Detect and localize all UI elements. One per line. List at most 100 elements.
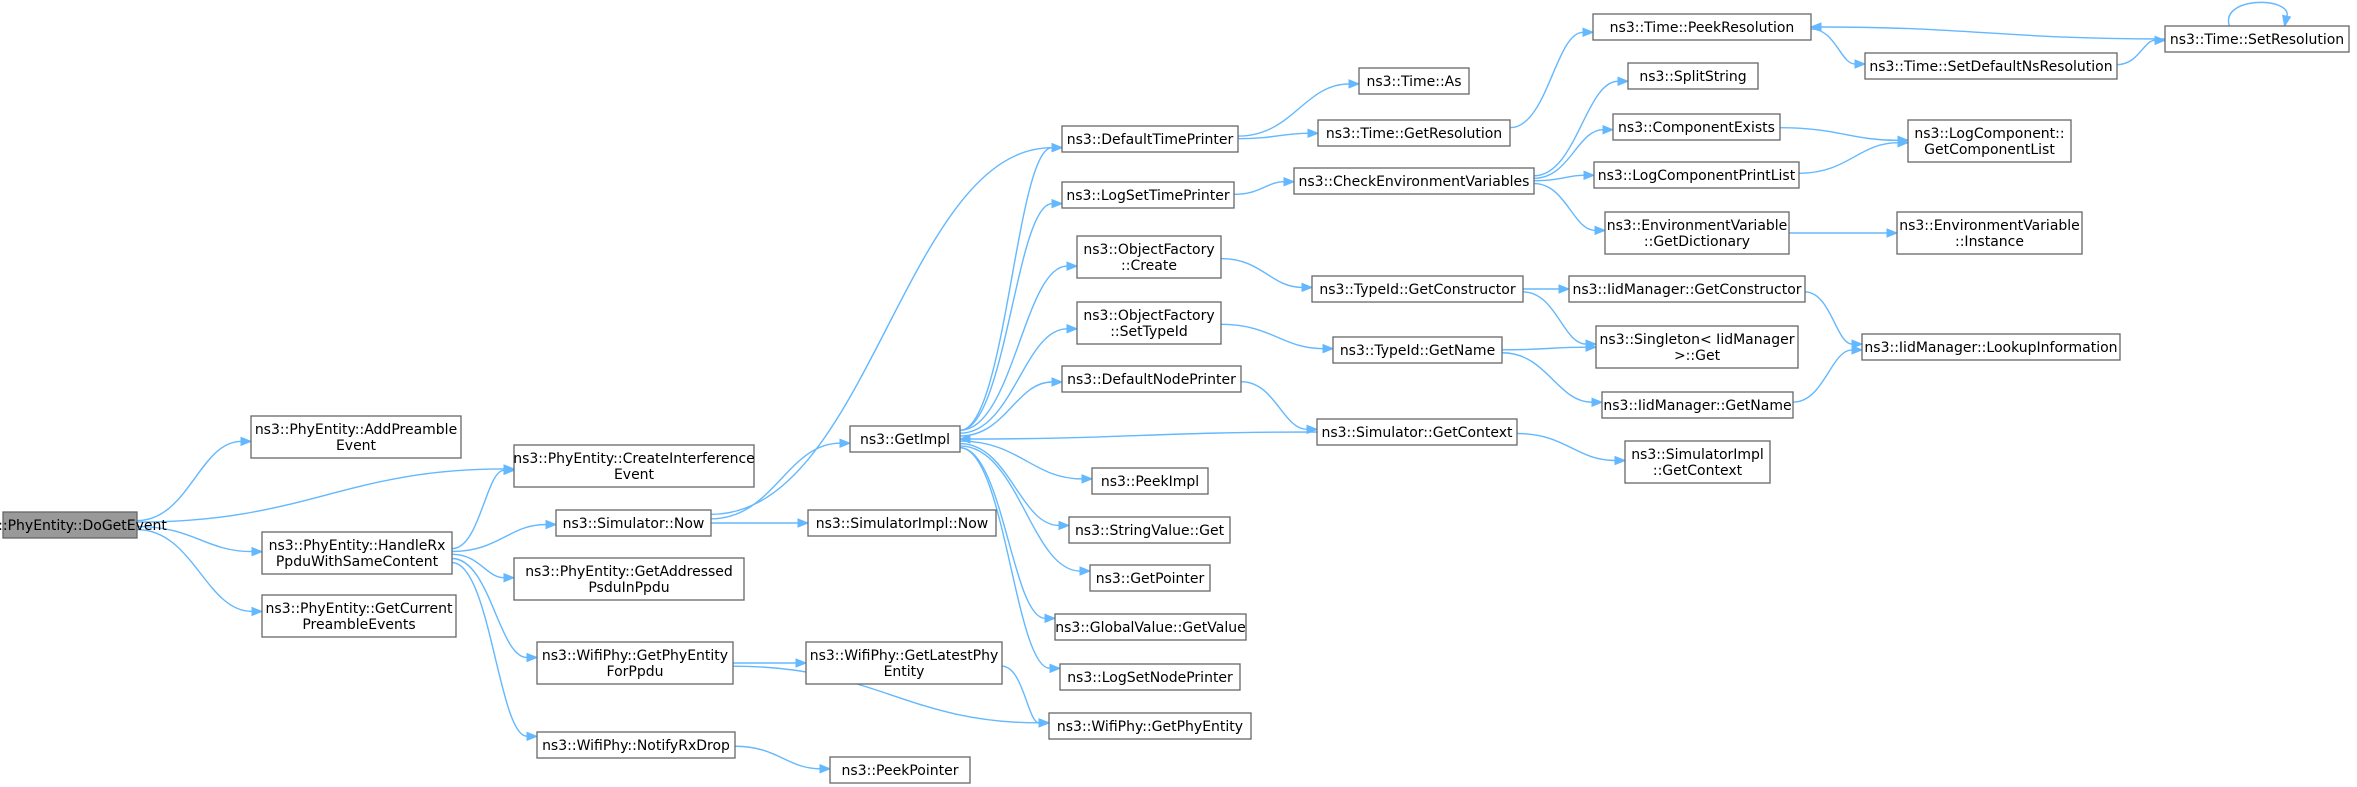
node-box [513, 444, 755, 488]
node-do-get-event[interactable]: ns3::PhyEntity::DoGetEvent [0, 511, 167, 539]
node-type-id-get-constructor[interactable]: ns3::TypeId::GetConstructor [1311, 275, 1524, 303]
edge-get-impl-to-default-node-printer [959, 377, 1064, 437]
edge-simulator-now-to-default-time-printer [710, 142, 1064, 516]
node-label: ns3::PhyEntity::DoGetEvent [0, 518, 167, 534]
edge-line [136, 468, 505, 523]
node-get-impl[interactable]: ns3::GetImpl [849, 425, 961, 453]
node-peek-pointer[interactable]: ns3::PeekPointer [829, 756, 971, 784]
node-label: Event [614, 467, 655, 483]
node-default-node-printer[interactable]: ns3::DefaultNodePrinter [1061, 365, 1242, 393]
edge-line [959, 328, 1068, 434]
node-label: ns3::PhyEntity::CreateInterference [513, 451, 755, 467]
node-sim-impl-get-context[interactable]: ns3::SimulatorImpl::GetContext [1624, 440, 1771, 484]
node-time-get-resolution[interactable]: ns3::Time::GetResolution [1317, 119, 1511, 147]
edge-arrowhead [2282, 14, 2292, 28]
edge-get-impl-to-object-factory-create [959, 261, 1079, 432]
node-label: ns3::LogSetNodePrinter [1067, 670, 1233, 686]
node-global-value-get-value[interactable]: ns3::GlobalValue::GetValue [1054, 613, 1247, 641]
node-peek-impl[interactable]: ns3::PeekImpl [1091, 467, 1209, 495]
node-simulator-now[interactable]: ns3::Simulator::Now [555, 509, 712, 537]
node-label: ns3::GlobalValue::GetValue [1055, 620, 1245, 636]
edge-time-set-default-ns-resolution-to-time-set-resolution [2116, 35, 2167, 66]
node-env-var-instance[interactable]: ns3::EnvironmentVariable::Instance [1896, 211, 2083, 255]
node-label: ns3::SimulatorImpl [1631, 447, 1764, 463]
node-log-component-get-list[interactable]: ns3::LogComponent::GetComponentList [1907, 119, 2072, 163]
node-iid-get-name[interactable]: ns3::IidManager::GetName [1601, 391, 1794, 419]
edge-get-impl-to-log-set-node-printer [959, 446, 1062, 674]
edge-arrowhead [1585, 342, 1598, 352]
edge-line [1798, 142, 1899, 174]
edge-default-time-printer-to-time-get-resolution [1237, 128, 1320, 140]
node-box [513, 557, 745, 601]
node-time-peek-resolution[interactable]: ns3::Time::PeekResolution [1592, 13, 1812, 41]
node-check-environment-variables[interactable]: ns3::CheckEnvironmentVariables [1293, 167, 1535, 195]
node-log-component-print-list[interactable]: ns3::LogComponentPrintList [1593, 161, 1800, 189]
edge-simulator-now-to-simulator-impl-now [710, 518, 810, 528]
node-get-pointer[interactable]: ns3::GetPointer [1089, 564, 1211, 592]
node-time-set-resolution[interactable]: ns3::Time::SetResolution [2164, 25, 2350, 53]
node-time-as[interactable]: ns3::Time::As [1358, 67, 1470, 95]
node-box [2164, 25, 2350, 53]
node-log-set-time-printer[interactable]: ns3::LogSetTimePrinter [1061, 181, 1235, 209]
node-type-id-get-name[interactable]: ns3::TypeId::GetName [1332, 336, 1503, 364]
node-box [1358, 67, 1470, 95]
node-time-set-default-ns-resolution[interactable]: ns3::Time::SetDefaultNsResolution [1864, 52, 2118, 80]
node-wifi-phy-get-phy-entity[interactable]: ns3::WifiPhy::GetPhyEntity [1048, 712, 1252, 740]
node-simulator-get-context[interactable]: ns3::Simulator::GetContext [1316, 418, 1518, 446]
edge-line [136, 440, 242, 522]
node-handle-rx-ppdu[interactable]: ns3::PhyEntity::HandleRxPpduWithSameCont… [261, 531, 453, 575]
node-iid-get-constructor[interactable]: ns3::IidManager::GetConstructor [1568, 275, 1806, 303]
edge-arrowhead [1854, 59, 1867, 69]
edge-line [1533, 129, 1604, 179]
node-log-set-node-printer[interactable]: ns3::LogSetNodePrinter [1059, 663, 1241, 691]
node-env-var-get-dictionary[interactable]: ns3::EnvironmentVariable::GetDictionary [1604, 211, 1790, 255]
node-label: ns3::LogComponent:: [1914, 126, 2064, 142]
edge-check-environment-variables-to-component-exists [1533, 124, 1615, 179]
node-object-factory-create[interactable]: ns3::ObjectFactory::Create [1076, 235, 1222, 279]
edge-arrowhead [1851, 345, 1864, 355]
node-label: ::Instance [1955, 234, 2024, 250]
node-object-factory-set-type-id[interactable]: ns3::ObjectFactory::SetTypeId [1076, 301, 1222, 345]
node-box [1076, 235, 1222, 279]
edge-arrowhead [1051, 377, 1064, 387]
edge-line [710, 442, 841, 520]
edge-arrowhead [1591, 397, 1604, 407]
node-singleton-get[interactable]: ns3::Singleton< IidManager >::Get [1595, 325, 1799, 369]
edge-arrowhead [1348, 79, 1361, 89]
edge-handle-rx-ppdu-to-simulator-now [451, 519, 558, 553]
node-simulator-impl-now[interactable]: ns3::SimulatorImpl::Now [807, 509, 997, 537]
node-label: ns3::Time::GetResolution [1326, 126, 1502, 142]
edge-line [959, 381, 1053, 437]
edge-arrowhead [795, 658, 808, 668]
node-string-value-get[interactable]: ns3::StringValue::Get [1068, 516, 1231, 544]
node-label: GetComponentList [1924, 142, 2055, 158]
edge-line [1237, 83, 1350, 137]
node-label: ns3::PhyEntity::GetCurrent [266, 601, 453, 617]
edge-handle-rx-ppdu-to-get-phy-entity-for-ppdu [451, 557, 539, 663]
node-box [261, 531, 453, 575]
edge-do-get-event-to-handle-rx-ppdu [136, 525, 264, 557]
node-box [849, 425, 961, 453]
node-box [536, 641, 734, 685]
node-label: ns3::StringValue::Get [1075, 523, 1225, 539]
node-split-string[interactable]: ns3::SplitString [1627, 62, 1759, 90]
node-default-time-printer[interactable]: ns3::DefaultTimePrinter [1061, 125, 1239, 153]
node-label: ns3::PhyEntity::GetAddressed [525, 564, 733, 580]
node-component-exists[interactable]: ns3::ComponentExists [1612, 113, 1781, 141]
edge-arrowhead [1301, 282, 1314, 293]
node-iid-lookup-information[interactable]: ns3::IidManager::LookupInformation [1861, 333, 2121, 361]
edge-arrowhead [1582, 27, 1595, 38]
edge-arrowhead [2154, 35, 2167, 46]
node-label: ns3::Simulator::Now [563, 516, 705, 532]
node-notify-rx-drop[interactable]: ns3::WifiPhy::NotifyRxDrop [536, 731, 736, 759]
edge-arrowhead [1081, 474, 1094, 484]
edge-arrowhead [1066, 261, 1079, 271]
edge-arrowhead [1049, 663, 1062, 674]
